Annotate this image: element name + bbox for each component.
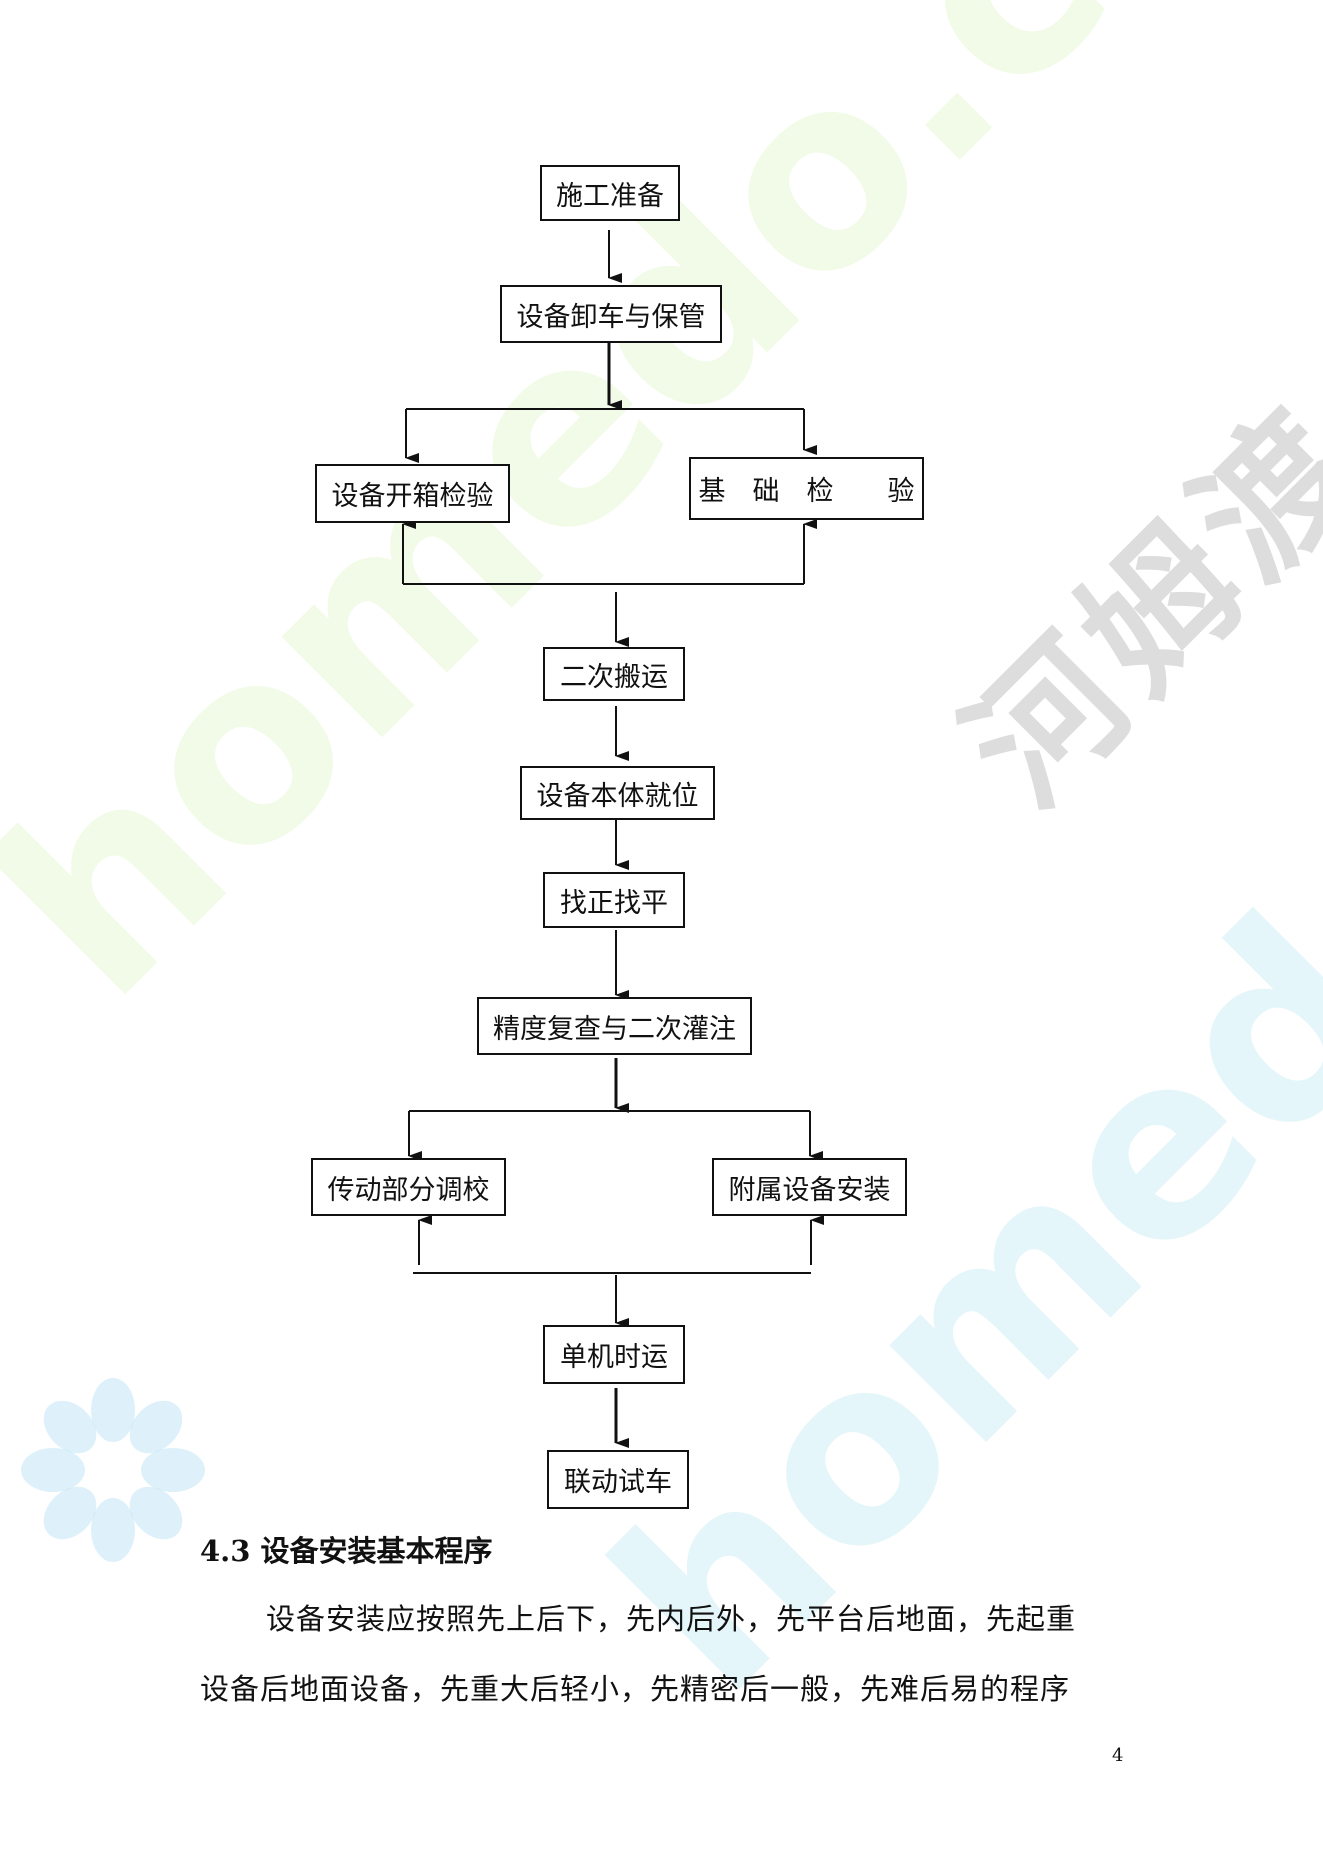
flow-step-label: 二次搬运 [560, 661, 668, 693]
flow-step-label: 施工准备 [556, 180, 664, 212]
flow-step-label: 设备开箱检验 [331, 481, 494, 512]
flow-step-label: 传动部分调校 [327, 1174, 490, 1206]
flow-step-alignment-leveling: 找正找平 [543, 872, 685, 928]
flow-step-foundation-inspection: 基 础 检 验 [689, 457, 924, 520]
paragraph-line-2: 设备后地面设备，先重大后轻小，先精密后一般，先难后易的程序 [200, 1672, 1071, 1706]
watermark-flower-icon [21, 1378, 205, 1562]
flow-step-label: 设备本体就位 [536, 780, 699, 812]
flow-step-construction-prep: 施工准备 [540, 165, 680, 221]
flow-step-auxiliary-installation: 附属设备安装 [712, 1158, 907, 1216]
flow-step-single-machine-trial: 单机时运 [543, 1325, 685, 1384]
flow-step-unpacking-inspection: 设备开箱检验 [315, 464, 510, 523]
flow-step-unloading-storage: 设备卸车与保管 [500, 285, 722, 343]
flow-step-label: 找正找平 [560, 887, 668, 919]
paragraph-line-1: 设备安装应按照先上后下，先内后外，先平台后地面，先起重 [266, 1602, 1077, 1636]
flow-step-label: 附属设备安装 [728, 1174, 891, 1206]
flow-step-label: 基 础 检 验 [698, 476, 915, 507]
flow-step-label: 设备卸车与保管 [516, 301, 706, 333]
flowchart-connectors [402, 230, 824, 1448]
flow-step-transmission-adjustment: 传动部分调校 [311, 1158, 506, 1216]
flow-step-label: 精度复查与二次灌注 [493, 1013, 736, 1045]
flow-step-precision-recheck-grouting: 精度复查与二次灌注 [477, 997, 752, 1055]
flow-step-secondary-transport: 二次搬运 [543, 647, 685, 701]
flow-step-linkage-test-run: 联动试车 [547, 1450, 689, 1509]
flow-step-label: 联动试车 [564, 1467, 672, 1498]
page-number: 4 [1112, 1745, 1124, 1766]
section-heading: 4.3 设备安装基本程序 [200, 1534, 493, 1568]
flow-step-label: 单机时运 [560, 1342, 668, 1373]
flow-step-equipment-positioning: 设备本体就位 [520, 766, 715, 820]
